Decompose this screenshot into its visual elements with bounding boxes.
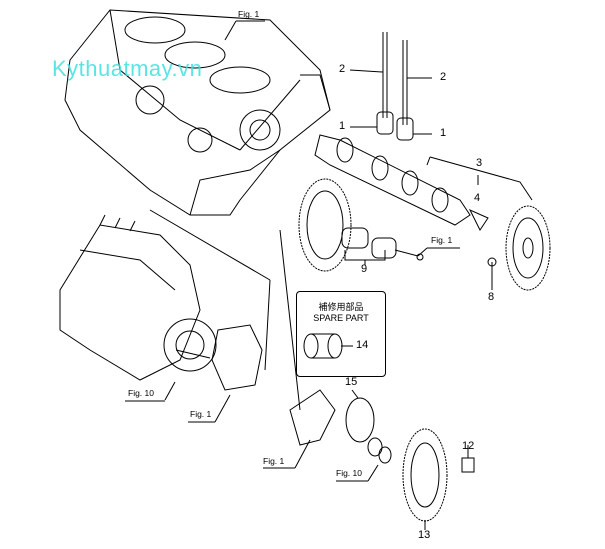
part-number-label: 14 xyxy=(356,339,369,351)
part-number-label: 4 xyxy=(474,192,481,204)
part-number-label: 3 xyxy=(476,157,483,169)
fig-ref-label: Fig. 1 xyxy=(431,235,453,245)
bushing-icon xyxy=(303,333,353,359)
camshaft xyxy=(314,134,471,226)
part-number-label: 12 xyxy=(462,440,475,452)
cam-gear xyxy=(505,205,551,291)
fig-ref-label: Fig. 1 xyxy=(238,9,260,19)
part-number-label: 13 xyxy=(418,529,431,541)
part-number-label: 1 xyxy=(440,127,447,139)
gasket xyxy=(211,324,263,391)
fig-ref-label: Fig. 10 xyxy=(128,388,154,398)
idler-gear xyxy=(298,178,424,272)
part-number-label: 8 xyxy=(488,291,495,303)
fig-ref-label: Fig. 1 xyxy=(190,409,212,419)
fig-ref-label: Fig. 10 xyxy=(336,468,362,478)
spare-part-box: 補修用部品 SPARE PART 14 xyxy=(296,291,386,377)
part-number-label: 2 xyxy=(339,63,346,75)
spare-part-title-jp: 補修用部品 xyxy=(318,302,364,312)
injection-pump xyxy=(59,214,217,381)
oil-pump xyxy=(345,389,392,464)
crank-gear xyxy=(402,428,448,530)
part-number-label: 2 xyxy=(440,71,447,83)
spare-part-title-en: SPARE PART xyxy=(313,313,369,323)
part-number-label: 15 xyxy=(345,376,358,388)
push-rods xyxy=(376,32,414,141)
fig-ref-label: Fig. 1 xyxy=(263,456,285,466)
bolt-12 xyxy=(461,445,475,473)
watermark: Kythuatmay.vn xyxy=(52,56,203,81)
cylinder-block xyxy=(64,9,331,216)
part-number-label: 1 xyxy=(339,120,346,132)
part-number-label: 9 xyxy=(361,263,368,275)
